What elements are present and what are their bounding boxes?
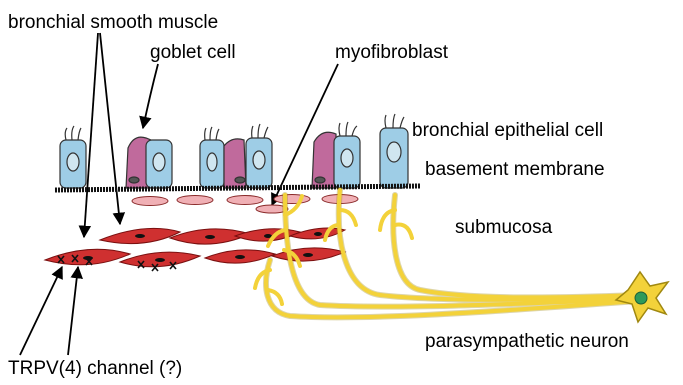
- goblet-cell: [224, 139, 246, 188]
- label-parasympathetic-neuron: parasympathetic neuron: [425, 331, 629, 352]
- arrow-trpv4-2: [68, 267, 78, 355]
- label-myofibroblast: myofibroblast: [335, 42, 449, 63]
- neuron-nucleus: [635, 292, 647, 304]
- nerve-fiber: [266, 260, 640, 317]
- myofibroblast-layer: [132, 195, 358, 214]
- label-trpv4-channel: TRPV(4) channel (?): [8, 358, 182, 379]
- parasympathetic-neuron: [616, 272, 668, 322]
- epithelial-cell: [246, 124, 272, 188]
- arrow-goblet-cell: [143, 64, 158, 128]
- epithelial-cell: [380, 114, 408, 188]
- epithelial-cell: [60, 126, 86, 188]
- epithelial-cell: [200, 127, 224, 188]
- arrow-smooth-muscle-2: [100, 33, 120, 224]
- label-basement-membrane: basement membrane: [425, 159, 605, 180]
- label-submucosa: submucosa: [455, 217, 553, 238]
- epithelial-cell: [334, 122, 360, 188]
- arrow-smooth-muscle-1: [84, 33, 98, 237]
- label-bronchial-smooth-muscle: bronchial smooth muscle: [8, 12, 218, 33]
- pointer-arrows: [20, 33, 338, 355]
- label-goblet-cell: goblet cell: [150, 42, 236, 63]
- nerve-fiber: [393, 195, 640, 297]
- myofibroblast: [132, 197, 168, 206]
- label-bronchial-epithelial-cell: bronchial epithelial cell: [412, 120, 603, 141]
- myofibroblast: [177, 196, 213, 205]
- myofibroblast: [227, 196, 263, 205]
- goblet-cell: [312, 132, 336, 188]
- arrow-trpv4-1: [20, 267, 62, 355]
- goblet-cell: [126, 137, 172, 188]
- myofibroblast: [274, 195, 310, 204]
- nerve-fiber: [339, 190, 640, 300]
